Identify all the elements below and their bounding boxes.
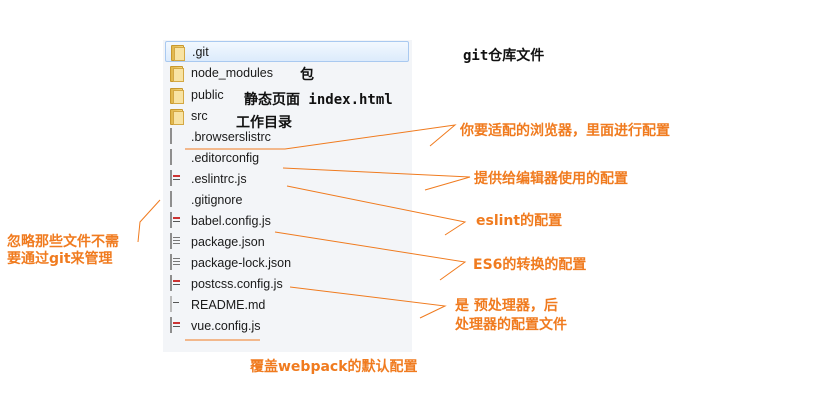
file-icon bbox=[170, 148, 184, 166]
annotation-package: 包 bbox=[300, 67, 314, 83]
line-editorconfig bbox=[282, 167, 471, 191]
file-name: README.md bbox=[191, 297, 266, 312]
file-name: .gitignore bbox=[191, 192, 243, 207]
annotation-git-repo: git仓库文件 bbox=[463, 48, 545, 64]
file-row-browserslistrc[interactable]: .browserslistrc bbox=[165, 126, 271, 147]
line-browserslist bbox=[185, 124, 457, 150]
file-name: vue.config.js bbox=[191, 318, 261, 333]
file-row-public[interactable]: public bbox=[165, 84, 224, 105]
file-list-panel bbox=[163, 40, 412, 352]
file-row-babel-config[interactable]: babel.config.js bbox=[165, 210, 271, 231]
annotation-editorconfig: 提供给编辑器使用的配置 bbox=[474, 171, 628, 187]
file-row-vue-config[interactable]: vue.config.js bbox=[165, 315, 260, 336]
file-row-eslintrc[interactable]: .eslintrc.js bbox=[165, 168, 247, 189]
annotation-browserslist: 你要适配的浏览器，里面进行配置 bbox=[460, 123, 670, 139]
file-name: node_modules bbox=[191, 65, 274, 80]
file-name: .editorconfig bbox=[191, 150, 260, 165]
annotation-static-page: 静态页面 index.html bbox=[244, 92, 393, 108]
js-file-icon bbox=[170, 211, 184, 229]
file-name: package-lock.json bbox=[191, 255, 292, 270]
file-row-readme[interactable]: README.md bbox=[165, 294, 265, 315]
file-icon bbox=[170, 127, 184, 145]
js-file-icon bbox=[170, 274, 184, 292]
file-name: .browserslistrc bbox=[191, 129, 271, 144]
file-row-package-lock[interactable]: package-lock.json bbox=[165, 252, 291, 273]
annotation-postcss-line2: 处理器的配置文件 bbox=[455, 317, 567, 333]
file-name: postcss.config.js bbox=[191, 276, 283, 291]
markdown-file-icon bbox=[170, 295, 184, 313]
file-row-postcss-config[interactable]: postcss.config.js bbox=[165, 273, 283, 294]
file-row-node-modules[interactable]: node_modules bbox=[165, 62, 273, 83]
file-row-editorconfig[interactable]: .editorconfig bbox=[165, 147, 259, 168]
file-row-gitignore[interactable]: .gitignore bbox=[165, 189, 242, 210]
annotation-vueconfig: 覆盖webpack的默认配置 bbox=[250, 359, 418, 375]
annotation-gitignore-line1: 忽略那些文件不需 bbox=[7, 234, 119, 250]
js-file-icon bbox=[170, 316, 184, 334]
line-gitignore bbox=[137, 199, 161, 243]
json-file-icon bbox=[170, 232, 184, 250]
file-name: package.json bbox=[191, 234, 265, 249]
annotation-postcss-line1: 是 预处理器，后 bbox=[455, 298, 558, 314]
file-name: src bbox=[191, 108, 208, 123]
line-postcss bbox=[289, 286, 447, 319]
js-file-icon bbox=[170, 169, 184, 187]
file-name: .git bbox=[192, 44, 209, 59]
annotation-workdir: 工作目录 bbox=[236, 115, 292, 131]
file-row-git[interactable]: .git bbox=[165, 41, 409, 62]
annotation-eslint: eslint的配置 bbox=[476, 213, 563, 229]
file-name: babel.config.js bbox=[191, 213, 271, 228]
json-file-icon bbox=[170, 253, 184, 271]
line-eslint bbox=[286, 185, 467, 236]
annotation-gitignore-line2: 要通过git来管理 bbox=[7, 251, 113, 267]
line-babel bbox=[274, 231, 467, 281]
file-icon bbox=[170, 190, 184, 208]
file-name: .eslintrc.js bbox=[191, 171, 247, 186]
file-name: public bbox=[191, 87, 224, 102]
file-row-src[interactable]: src bbox=[165, 105, 208, 126]
file-row-package-json[interactable]: package.json bbox=[165, 231, 265, 252]
annotation-babel: ES6的转换的配置 bbox=[473, 257, 587, 273]
